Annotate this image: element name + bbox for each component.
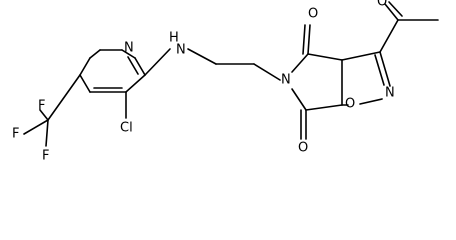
bond-n-c-bottom — [291, 88, 307, 111]
bond-c4-c5 — [79, 57, 91, 76]
bond-c-f-top — [39, 109, 49, 121]
bond-c5-c6 — [79, 74, 91, 93]
bond-c3-n — [379, 51, 391, 87]
bond-c2-n1 — [134, 57, 146, 76]
bond-n-c-top — [291, 53, 309, 73]
bond-c-f-left — [23, 119, 49, 135]
double-bond-acetyl-oxygen — [388, 1, 403, 17]
bond-ch2-n — [253, 63, 281, 81]
bond-acetyl-oxygen — [384, 3, 399, 21]
structure-canvas: F F F Cl N H N N O O O N O — [12, 0, 439, 164]
carbonyl-oxygen-label: O — [298, 141, 308, 156]
fluorine-label: F — [38, 99, 45, 114]
bond-carbonyl-top — [307, 24, 311, 55]
succinimide-ring — [291, 24, 343, 140]
carbonyl-oxygen-label: O — [308, 7, 318, 22]
double-bond-c3-n — [374, 54, 385, 86]
bond-c-top-junction — [307, 53, 343, 61]
fluorine-label: F — [12, 127, 19, 142]
chlorine-label: Cl — [120, 121, 133, 136]
isoxazoline-nitrogen-label: N — [385, 86, 395, 101]
bond-c3-acetyl — [379, 19, 399, 53]
bond-n-o — [359, 98, 383, 105]
chemical-structure: F F F Cl N H N N O O O N O — [12, 0, 439, 164]
isoxazoline-ring — [341, 51, 391, 106]
amine-hydrogen-label: H — [169, 31, 179, 46]
isoxazoline-oxygen-label: O — [345, 97, 355, 112]
bond-c-f-bottom — [45, 119, 49, 147]
trifluoromethyl-group — [23, 74, 81, 147]
bond-n1-c6 — [121, 49, 136, 59]
acetyl-oxygen-label: O — [377, 0, 387, 10]
amine-nitrogen-label: N — [176, 43, 186, 58]
double-bond-carbonyl-top — [302, 24, 306, 55]
bond-c-bottom-junction — [305, 104, 343, 111]
acetyl-group — [379, 1, 439, 53]
imide-nitrogen-label: N — [281, 73, 291, 88]
bond-nh-ch2 — [187, 48, 217, 65]
bond-ring-nh — [144, 48, 171, 76]
double-bond-right — [127, 56, 139, 75]
bond-fusion-c3 — [341, 51, 381, 61]
pyridine-ring — [79, 49, 146, 93]
bond-c3-c2 — [125, 74, 146, 93]
fluorine-label: F — [42, 149, 49, 164]
bond-c6-c5 — [89, 49, 101, 59]
pyridine-nitrogen-label: N — [124, 41, 134, 56]
bond-ring-cf3 — [47, 74, 81, 121]
